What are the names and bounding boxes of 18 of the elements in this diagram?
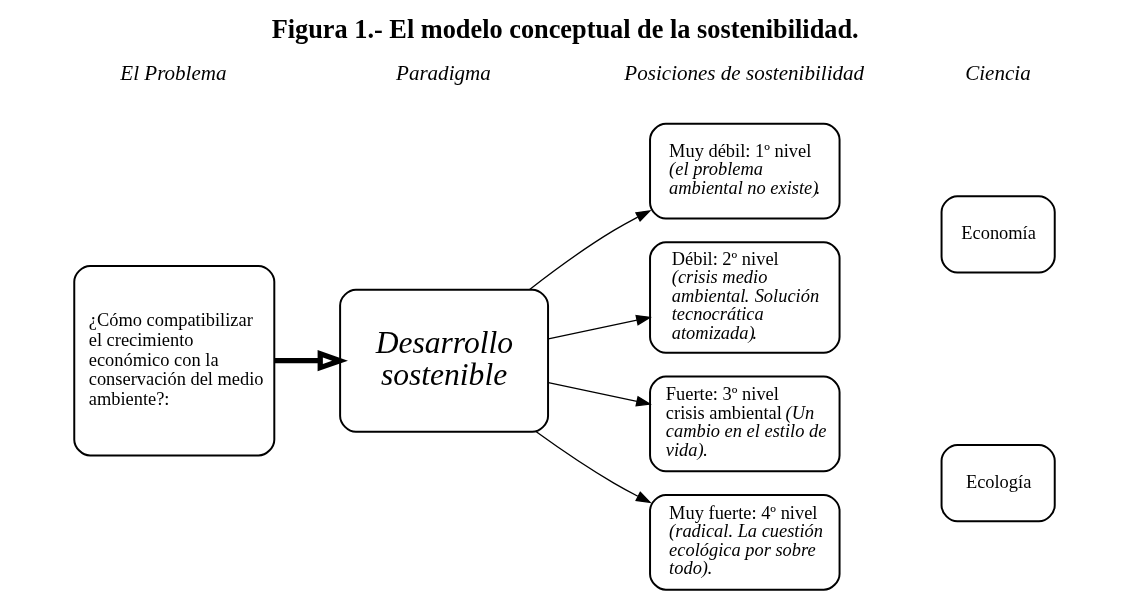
label: Posiciones de sostenibilidad: [623, 61, 864, 86]
arrow: [547, 314, 652, 340]
node-box: Economía: [940, 195, 1056, 274]
label: Ciencia: [964, 61, 1031, 86]
node-box: Débil: 2º nivel (crisis medio ambiental. Solución tecnocrática atomizada).: [648, 241, 841, 354]
node-box: Ecología: [940, 443, 1056, 523]
node-box: Desarrollo sostenible: [338, 288, 549, 433]
diagram-title: Figura 1.- El modelo conceptual de la sostenibilidad.: [271, 15, 859, 45]
node-box: Fuerte: 3º nivel crisis ambiental (Un cambio en el estilo de vida).: [648, 375, 841, 473]
arrow: [535, 431, 652, 504]
label: El Problema: [119, 61, 227, 86]
arrow: [273, 350, 348, 372]
label: Paradigma: [395, 61, 491, 86]
node-box: Muy fuerte: 4º nivel (radical. La cuestión ecológica por sobre todo).: [648, 493, 841, 591]
node-box: ¿Cómo compatibilizar el crecimiento económico con la conservación del medio ambiente?:: [72, 265, 275, 457]
node-box: Muy débil: 1º nivel (el problema ambiental no existe).: [648, 122, 841, 220]
arrow: [528, 210, 651, 291]
arrow: [547, 381, 652, 407]
